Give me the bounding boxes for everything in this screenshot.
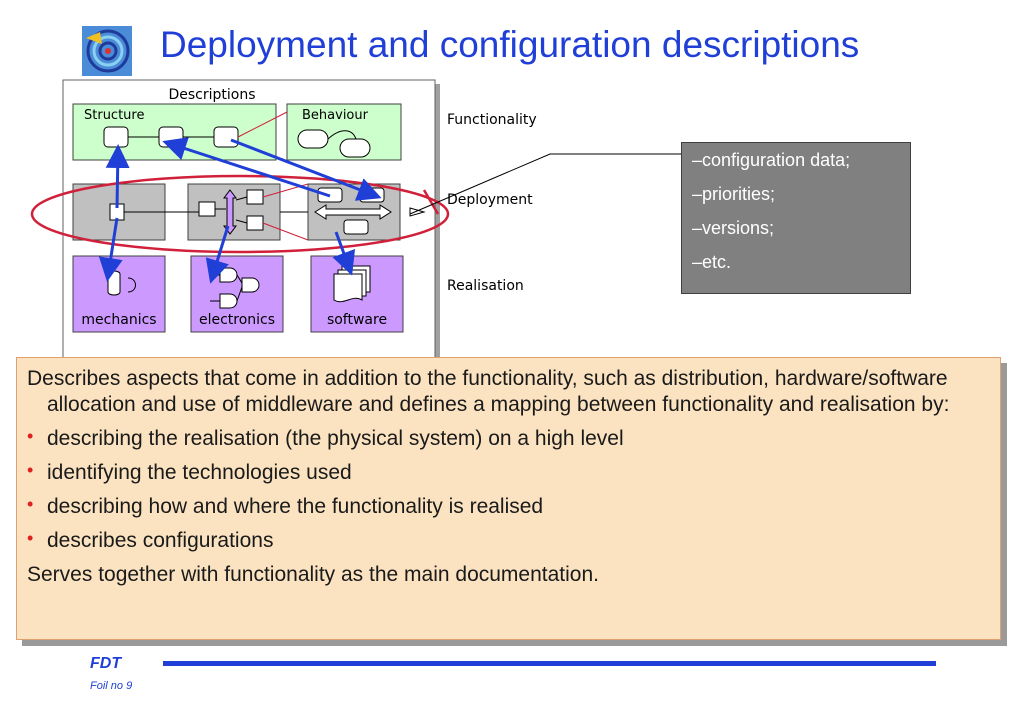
config-line: –versions;: [692, 218, 775, 238]
realisation-electronics-label: electronics: [199, 312, 275, 328]
realisation-software-label: software: [327, 312, 387, 328]
footer-foil-number: Foil no 9: [90, 680, 133, 692]
bullet-dot-icon: •: [27, 494, 34, 514]
description-intro: Describes aspects that come in addition …: [27, 367, 950, 416]
page-title: Deployment and configuration description…: [160, 24, 860, 65]
bullet-dot-icon: •: [27, 460, 34, 480]
structure-component: [103, 126, 129, 148]
structure-component: [213, 126, 239, 148]
layer-label-functionality: Functionality: [447, 112, 537, 128]
target-swirl-logo-icon: [82, 26, 132, 76]
footer-rule: [163, 661, 936, 666]
logo: [82, 26, 132, 76]
bullet-text: identifying the technologies used: [47, 461, 352, 484]
config-line: –priorities;: [692, 184, 776, 204]
bullet-item: • describing the realisation (the physic…: [27, 426, 990, 452]
descriptions-diagram: Descriptions Structure Behaviour: [30, 79, 681, 360]
bullet-dot-icon: •: [27, 528, 34, 548]
config-line: –etc.: [692, 252, 732, 272]
behaviour-state: [297, 129, 329, 149]
structure-label: Structure: [84, 108, 144, 123]
description-box: Describes aspects that come in addition …: [16, 357, 1001, 640]
footer-brand: FDT: [90, 655, 122, 672]
bullet-text: describes configurations: [47, 529, 274, 552]
bullet-text: describing how and where the functionali…: [47, 495, 544, 518]
behaviour-label: Behaviour: [302, 108, 369, 123]
config-line: –configuration data;: [692, 150, 851, 170]
realisation-mechanics-label: mechanics: [81, 312, 156, 328]
layer-label-deployment: Deployment: [447, 192, 533, 208]
bullet-item: • describing how and where the functiona…: [27, 494, 990, 520]
bullet-text: describing the realisation (the physical…: [47, 427, 624, 450]
description-closing: Serves together with functionality as th…: [27, 563, 599, 586]
descriptions-heading: Descriptions: [168, 87, 255, 103]
configuration-callout-box: –configuration data; –priorities; –versi…: [681, 142, 911, 294]
behaviour-state: [339, 138, 371, 158]
callout-line: [409, 153, 681, 215]
bullet-item: • describes configurations: [27, 528, 990, 554]
layer-label-realisation: Realisation: [447, 278, 524, 294]
bullet-dot-icon: •: [27, 426, 34, 446]
deployment-highlight: [30, 174, 450, 254]
bullet-item: • identifying the technologies used: [27, 460, 990, 486]
